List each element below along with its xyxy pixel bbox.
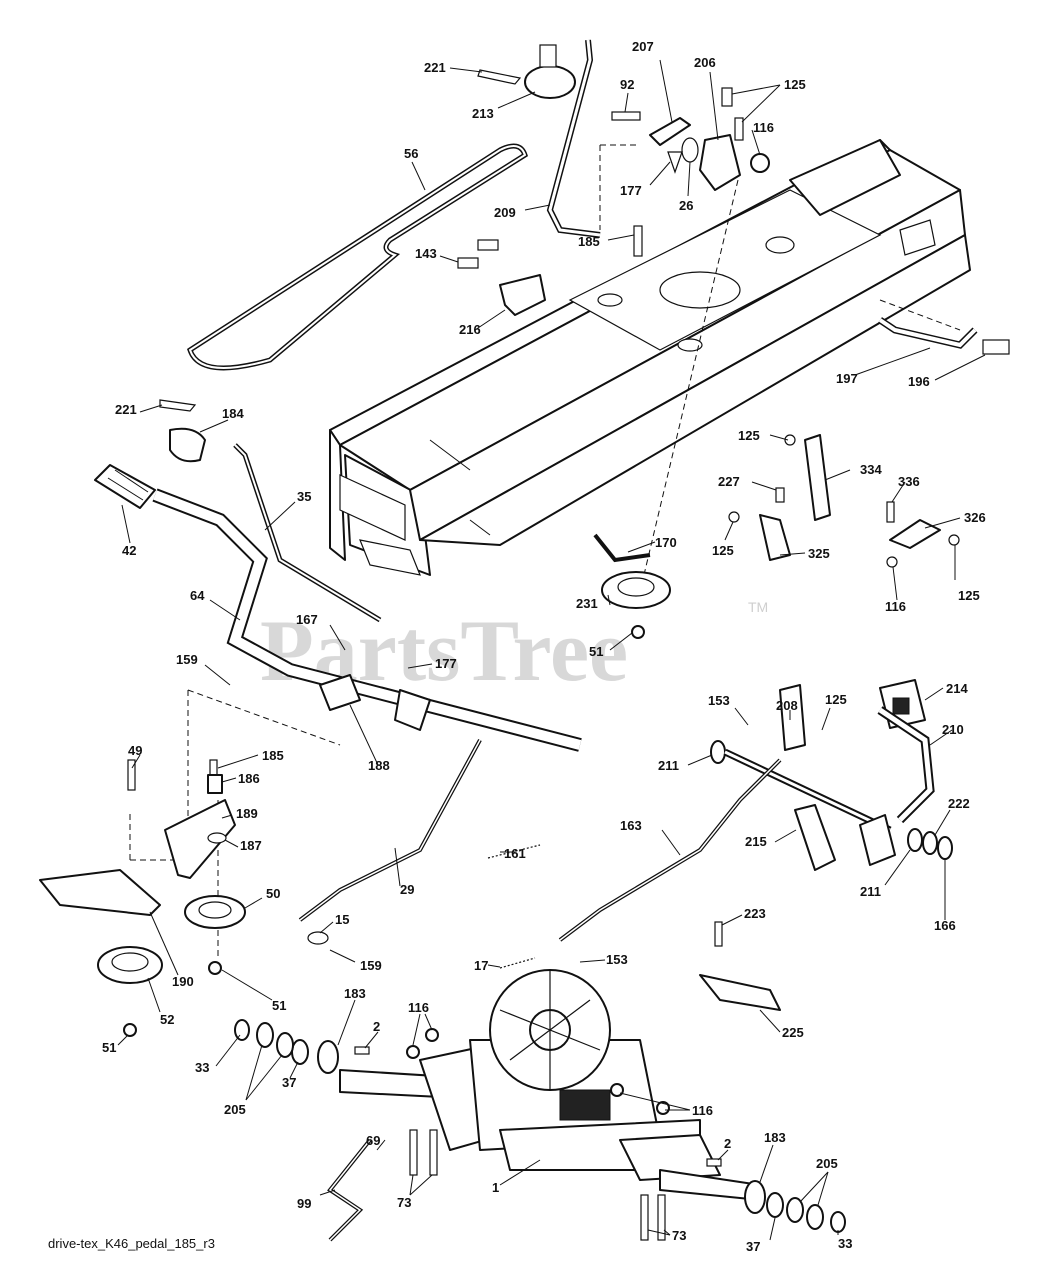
center-pulley xyxy=(593,533,671,639)
left-handle-group xyxy=(94,399,582,969)
label-211: 211 xyxy=(658,758,679,773)
label-184: 184 xyxy=(222,406,244,421)
label-190: 190 xyxy=(172,974,194,989)
label-116d: 116 xyxy=(692,1103,713,1118)
label-188: 188 xyxy=(368,758,390,773)
label-159b: 159 xyxy=(360,958,382,973)
pedal-assembly xyxy=(558,679,953,1011)
label-170: 170 xyxy=(655,535,677,550)
label-51c: 51 xyxy=(102,1040,116,1055)
label-196: 196 xyxy=(908,374,930,389)
label-334: 334 xyxy=(860,462,882,477)
label-221b: 221 xyxy=(115,402,137,417)
label-73: 73 xyxy=(397,1195,411,1210)
label-166: 166 xyxy=(934,918,956,933)
diagram-caption: drive-tex_K46_pedal_185_r3 xyxy=(48,1236,215,1251)
label-177b: 177 xyxy=(435,656,457,671)
label-213: 213 xyxy=(472,106,494,121)
label-56: 56 xyxy=(404,146,418,161)
label-125d: 125 xyxy=(958,588,980,603)
label-211b: 211 xyxy=(860,884,881,899)
label-99: 99 xyxy=(297,1196,311,1211)
label-214: 214 xyxy=(946,681,968,696)
label-49: 49 xyxy=(128,743,142,758)
label-50: 50 xyxy=(266,886,280,901)
label-116b: 116 xyxy=(885,599,906,614)
drive-belt xyxy=(187,143,528,371)
label-326: 326 xyxy=(964,510,986,525)
right-brackets xyxy=(728,434,960,568)
part-labels: 221 213 207 206 125 92 116 56 177 26 209… xyxy=(102,39,986,1254)
label-187: 187 xyxy=(240,838,262,853)
label-143: 143 xyxy=(415,246,437,261)
label-159: 159 xyxy=(176,652,198,667)
label-223: 223 xyxy=(744,906,766,921)
label-37b: 37 xyxy=(746,1239,760,1254)
label-183b: 183 xyxy=(764,1130,786,1145)
label-167: 167 xyxy=(296,612,318,627)
label-205b: 205 xyxy=(816,1156,838,1171)
label-116: 116 xyxy=(753,120,774,135)
label-209: 209 xyxy=(494,205,516,220)
leader-lines xyxy=(117,59,986,1241)
label-69: 69 xyxy=(366,1133,380,1148)
label-33: 33 xyxy=(195,1060,209,1075)
label-64: 64 xyxy=(190,588,205,603)
label-206: 206 xyxy=(694,55,716,70)
label-197: 197 xyxy=(836,371,858,386)
label-42: 42 xyxy=(122,543,136,558)
chassis-frame xyxy=(329,139,971,576)
label-153: 153 xyxy=(708,693,730,708)
label-2: 2 xyxy=(373,1019,380,1034)
label-185b: 185 xyxy=(262,748,284,763)
label-221: 221 xyxy=(424,60,446,75)
label-208: 208 xyxy=(776,698,798,713)
label-125b: 125 xyxy=(738,428,760,443)
label-161: 161 xyxy=(504,846,526,861)
label-207: 207 xyxy=(632,39,654,54)
label-185: 185 xyxy=(578,234,600,249)
label-153b: 153 xyxy=(606,952,628,967)
label-125e: 125 xyxy=(825,692,847,707)
label-2b: 2 xyxy=(724,1136,731,1151)
left-pulleys xyxy=(39,759,246,1037)
label-73b: 73 xyxy=(672,1228,686,1243)
label-210: 210 xyxy=(942,722,964,737)
label-177: 177 xyxy=(620,183,642,198)
label-35: 35 xyxy=(297,489,311,504)
label-231: 231 xyxy=(576,596,598,611)
label-92: 92 xyxy=(620,77,634,92)
label-225: 225 xyxy=(782,1025,804,1040)
label-51b: 51 xyxy=(272,998,286,1013)
label-215: 215 xyxy=(745,834,767,849)
label-125: 125 xyxy=(784,77,806,92)
label-227: 227 xyxy=(718,474,740,489)
label-37: 37 xyxy=(282,1075,296,1090)
label-189: 189 xyxy=(236,806,258,821)
watermark-tm: TM xyxy=(748,599,768,615)
label-222: 222 xyxy=(948,796,970,811)
label-26: 26 xyxy=(679,198,693,213)
label-125c: 125 xyxy=(712,543,734,558)
label-163: 163 xyxy=(620,818,642,833)
top-cluster xyxy=(457,39,1010,355)
label-336: 336 xyxy=(898,474,920,489)
label-51: 51 xyxy=(589,644,603,659)
label-325: 325 xyxy=(808,546,830,561)
label-216: 216 xyxy=(459,322,481,337)
label-17: 17 xyxy=(474,958,488,973)
label-116c: 116 xyxy=(408,1000,429,1015)
label-52: 52 xyxy=(160,1012,174,1027)
label-186: 186 xyxy=(238,771,260,786)
label-183: 183 xyxy=(344,986,366,1001)
label-33b: 33 xyxy=(838,1236,852,1251)
label-15: 15 xyxy=(335,912,349,927)
label-29: 29 xyxy=(400,882,414,897)
transaxle xyxy=(234,969,846,1242)
label-1: 1 xyxy=(492,1180,499,1195)
label-205: 205 xyxy=(224,1102,246,1117)
